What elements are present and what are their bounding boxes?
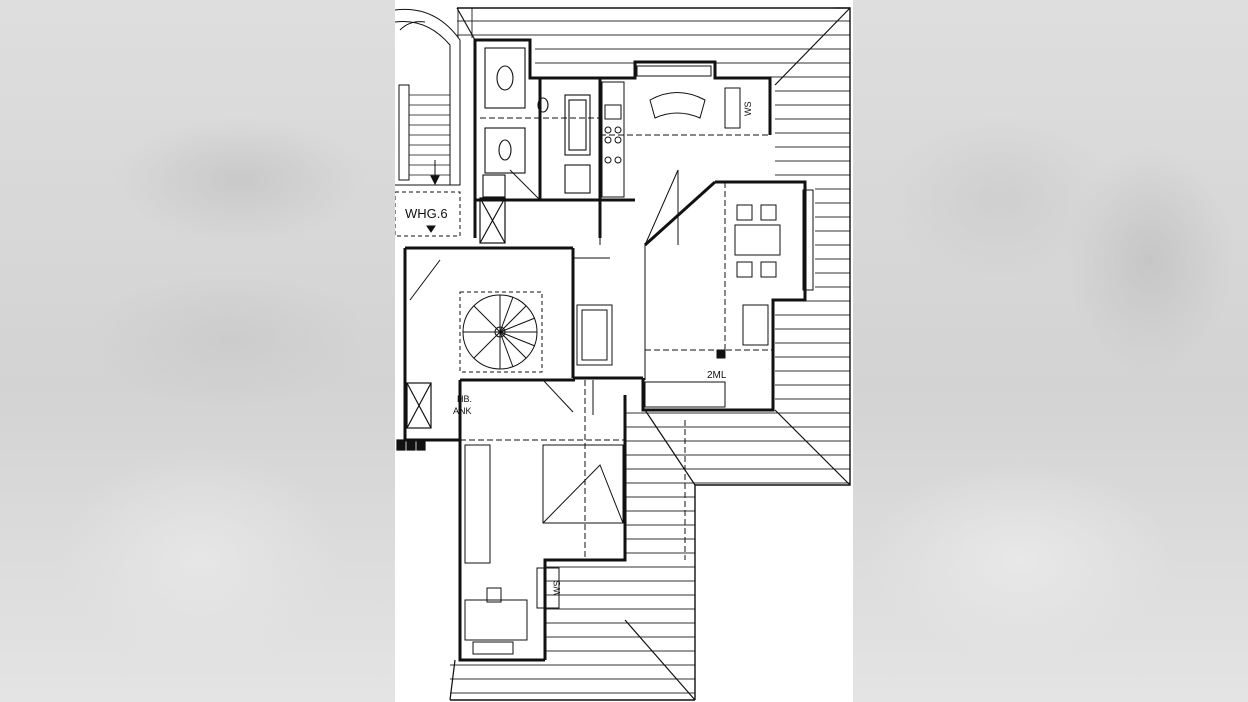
ank-label: ANK xyxy=(453,406,472,416)
roof-hip-lines xyxy=(449,7,851,701)
closets xyxy=(396,197,506,451)
bathroom-fixtures xyxy=(482,47,591,198)
unit-label-box xyxy=(395,191,461,237)
bedroom-furniture xyxy=(464,444,624,655)
living-furniture xyxy=(576,189,814,408)
ws-label-top: WS xyxy=(743,102,753,117)
unit-label: WHG.6 xyxy=(405,206,448,221)
main-staircase xyxy=(395,8,461,186)
ws-label-bottom: WS xyxy=(552,581,562,596)
spiral-staircase xyxy=(459,291,543,373)
kitchen-fixtures xyxy=(601,65,741,198)
floor-plan: WHG.6 WS WS 2ML HB. ANK xyxy=(395,0,853,702)
zml-label: 2ML xyxy=(707,370,727,381)
inner-lines xyxy=(460,117,773,560)
door-swings xyxy=(409,169,679,415)
hb-label: HB. xyxy=(457,394,472,404)
floor-plan-drawing: WHG.6 WS WS 2ML HB. ANK xyxy=(395,7,851,701)
